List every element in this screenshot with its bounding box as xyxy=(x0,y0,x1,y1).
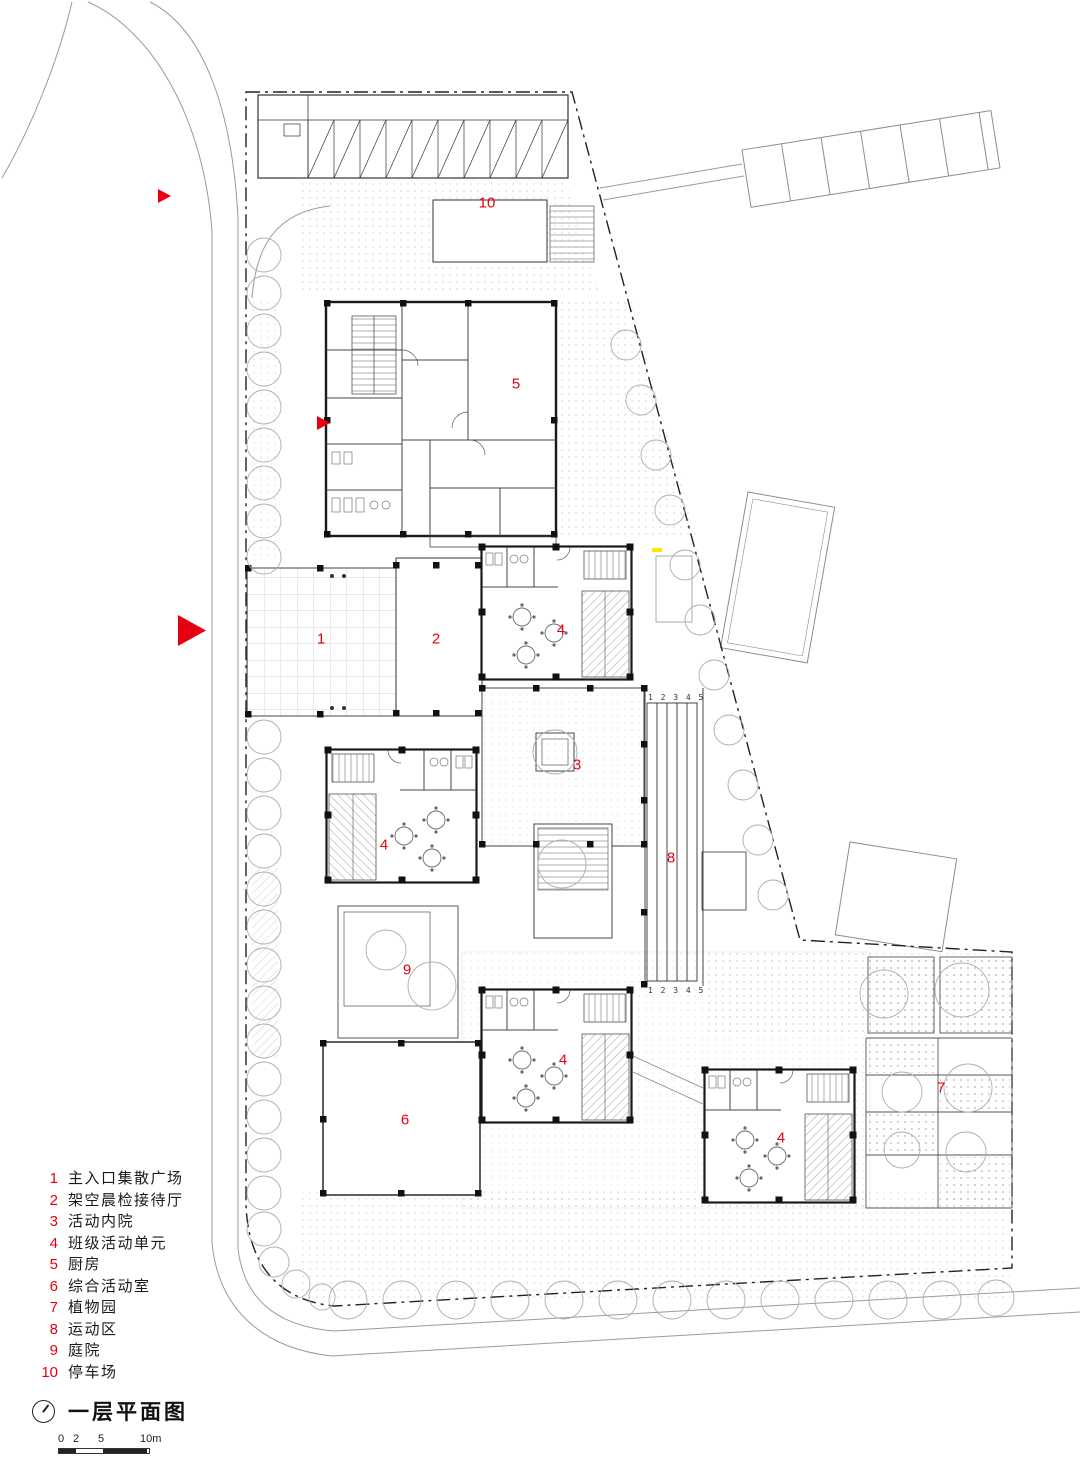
legend-item-label: 活动内院 xyxy=(68,1213,135,1230)
scale-tick-label: 2 xyxy=(73,1433,80,1445)
plan-label-parking: 10 xyxy=(478,194,496,212)
plant-garden xyxy=(865,956,1013,1209)
plan-label-class-unit-d: 4 xyxy=(776,1129,786,1147)
plan-label-class-unit-a: 4 xyxy=(556,621,566,639)
plan-label-garden: 7 xyxy=(936,1079,946,1097)
adjacent-building-north xyxy=(741,110,1001,208)
scale-strip xyxy=(58,1448,150,1454)
scale-tick-label: 0 xyxy=(58,1433,65,1445)
plan-label-reception: 2 xyxy=(431,630,441,648)
highlight-mark xyxy=(652,548,662,552)
entrance-arrow-icon xyxy=(158,189,171,203)
legend-item-label: 停车场 xyxy=(68,1363,118,1381)
plan-label-courtyard: 3 xyxy=(572,756,582,774)
legend-item: 2 架空晨检接待厅 xyxy=(36,1190,184,1212)
legend-item-label: 庭院 xyxy=(68,1342,102,1359)
paving-textures xyxy=(250,182,1010,1298)
entry-canopy xyxy=(432,199,548,263)
entrance-arrow-icons xyxy=(158,189,330,646)
kitchen-building xyxy=(324,300,558,548)
class-unit-south xyxy=(477,985,635,1125)
legend-item-num: 4 xyxy=(49,1234,58,1252)
class-unit-west xyxy=(323,745,481,885)
trees xyxy=(246,237,1015,1320)
entry-stair xyxy=(549,205,595,263)
north-arrow-icon xyxy=(32,1399,55,1423)
class-unit-north xyxy=(477,542,635,682)
plan-label-plaza: 1 xyxy=(316,630,326,648)
legend-item: 8 运动区 xyxy=(36,1319,184,1341)
legend-item-label: 架空晨检接待厅 xyxy=(68,1191,184,1209)
scale-bar: 0 2 5 10m xyxy=(58,1433,188,1454)
plan-label-class-unit-b: 4 xyxy=(379,836,389,854)
legend-item-label: 植物园 xyxy=(68,1299,118,1316)
legend-item-num: 9 xyxy=(49,1342,58,1359)
adjacent-building-east xyxy=(719,491,836,664)
title-block: 一层平面图 xyxy=(32,1396,188,1426)
adjacent-building-southeast xyxy=(834,841,958,953)
activity-room xyxy=(322,1041,481,1196)
legend-item-num: 3 xyxy=(49,1213,58,1230)
legend-item-num: 1 xyxy=(49,1170,58,1187)
running-track xyxy=(644,555,747,986)
main-entrance-arrow-icon xyxy=(178,615,206,646)
legend-item: 6 综合活动室 xyxy=(36,1276,184,1298)
plan-label-yard: 9 xyxy=(402,961,412,979)
legend-item-num: 5 xyxy=(49,1256,58,1273)
page-title: 一层平面图 xyxy=(68,1401,188,1424)
track-lane-numbers-top: 1 2 3 4 5 xyxy=(648,693,705,702)
legend-item: 5 厨房 xyxy=(36,1254,184,1276)
legend-item: 4 班级活动单元 xyxy=(36,1233,184,1255)
legend-item-label: 主入口集散广场 xyxy=(68,1170,184,1187)
surrounding-roads xyxy=(1,1,1080,1357)
parking-area xyxy=(257,94,569,179)
legend-item-num: 6 xyxy=(49,1277,58,1295)
track-lane-numbers-bottom: 1 2 3 4 5 xyxy=(648,986,705,995)
legend-item: 1 主入口集散广场 xyxy=(36,1168,184,1190)
legend-item-num: 7 xyxy=(49,1299,58,1316)
legend-item-label: 班级活动单元 xyxy=(68,1234,168,1252)
legend-item-label: 厨房 xyxy=(68,1256,102,1273)
scale-tick-label: 5 xyxy=(98,1433,105,1445)
legend-item: 10 停车场 xyxy=(36,1362,184,1384)
plan-label-sports: 8 xyxy=(666,849,676,867)
walkway-connector xyxy=(632,1055,704,1105)
legend-item: 3 活动内院 xyxy=(36,1211,184,1233)
legend-item-num: 2 xyxy=(49,1191,58,1209)
legend-item: 9 庭院 xyxy=(36,1340,184,1362)
courtyard-9 xyxy=(337,905,459,1039)
legend-item-label: 运动区 xyxy=(68,1320,118,1338)
legend-item-num: 8 xyxy=(49,1320,58,1338)
central-stair-core xyxy=(533,823,613,939)
legend-item: 7 植物园 xyxy=(36,1297,184,1319)
plan-label-activity-room: 6 xyxy=(400,1111,410,1129)
plan-label-kitchen: 5 xyxy=(511,375,521,393)
scale-labels: 0 2 5 10m xyxy=(58,1433,188,1447)
legend-item-label: 综合活动室 xyxy=(68,1277,151,1295)
scale-tick-label: 10m xyxy=(140,1433,162,1445)
structural-columns xyxy=(245,300,648,1197)
legend: 1 主入口集散广场 2 架空晨检接待厅 3 活动内院 4 班级活动单元 5 厨房 6 综合活… xyxy=(36,1168,184,1383)
plan-label-class-unit-c: 4 xyxy=(558,1051,568,1069)
entrance-plaza xyxy=(246,567,397,717)
entrance-arrow-icon xyxy=(317,416,330,430)
legend-item-num: 10 xyxy=(41,1363,58,1381)
